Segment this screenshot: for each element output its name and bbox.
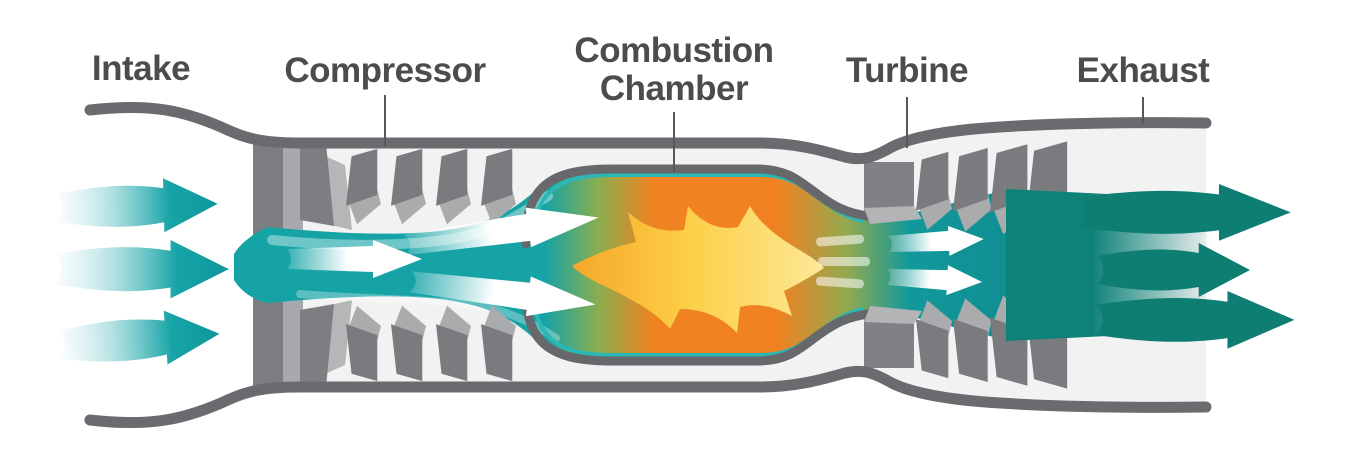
label-combustion-chamber: Combustion Chamber — [564, 32, 784, 108]
label-intake: Intake — [91, 49, 191, 88]
engine-casing — [84, 101, 1212, 429]
label-compressor: Compressor — [284, 51, 486, 90]
compressor-inlet-guide-vanes — [300, 143, 352, 387]
casing-top — [84, 101, 1212, 165]
intake-arrows — [56, 176, 229, 372]
label-combustion-line1: Combustion — [574, 31, 774, 70]
combustion-chamber-wall — [521, 164, 873, 366]
intake-arrow-bottom — [58, 306, 222, 372]
exhaust-arrows — [1078, 184, 1295, 349]
intake-arrow-middle — [56, 240, 229, 299]
casing-bottom — [84, 365, 1212, 429]
label-exhaust: Exhaust — [1076, 51, 1210, 90]
flame — [572, 206, 824, 333]
label-turbine: Turbine — [845, 51, 969, 90]
neck-flow-streaks — [815, 234, 870, 289]
intake-arrow-top — [57, 176, 219, 235]
turbine-inlet-vanes — [864, 162, 922, 368]
leader-lines — [384, 95, 1144, 172]
label-combustion-line2: Chamber — [599, 69, 749, 108]
